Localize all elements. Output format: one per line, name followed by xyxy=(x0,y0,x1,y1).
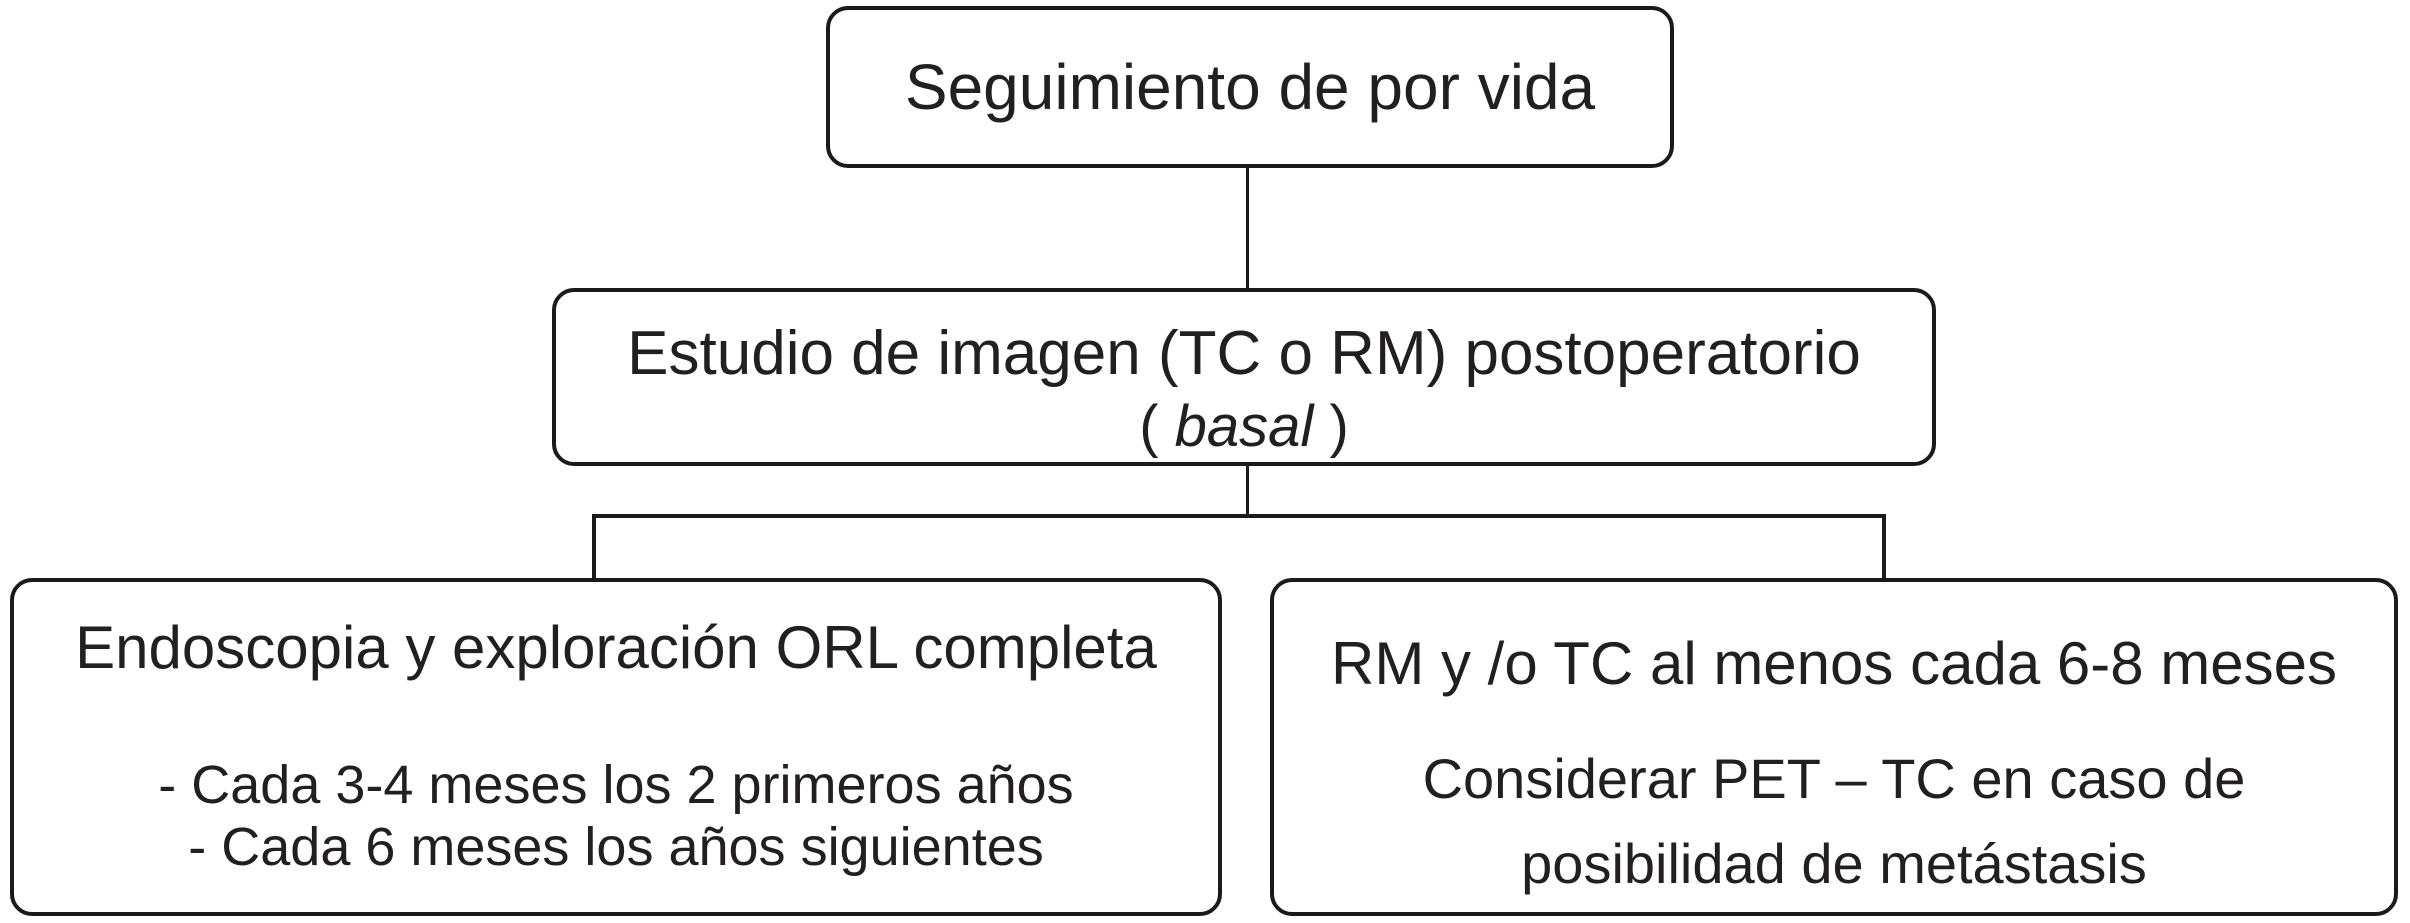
endoscopy-title: Endoscopia y exploración ORL completa xyxy=(75,614,1157,681)
pet-tc-note-line2: posibilidad de metástasis xyxy=(1521,832,2147,895)
endoscopy-bullet-1: - Cada 3-4 meses los 2 primeros años xyxy=(158,755,1074,815)
connector-baseline-to-split xyxy=(1246,464,1249,516)
endoscopy-bullet-2: - Cada 6 meses los años siguientes xyxy=(188,817,1044,877)
paren-open: ( xyxy=(1139,394,1175,459)
baseline-imaging-label: Estudio de imagen (TC o RM) postoperator… xyxy=(627,319,1861,388)
baseline-imaging-box: Estudio de imagen (TC o RM) postoperator… xyxy=(552,288,1936,466)
connector-drop-left xyxy=(592,514,596,580)
pet-tc-note-line1: Considerar PET – TC en caso de xyxy=(1422,747,2246,810)
imaging-interval-box: RM y /o TC al menos cada 6-8 meses Consi… xyxy=(1270,578,2398,916)
endoscopy-box: Endoscopia y exploración ORL completa - … xyxy=(10,578,1222,916)
imaging-interval-title: RM y /o TC al menos cada 6-8 meses xyxy=(1331,630,2337,697)
endoscopy-bullet-list: - Cada 3-4 meses los 2 primeros años - C… xyxy=(14,754,1218,878)
connector-top-to-baseline xyxy=(1246,166,1249,290)
lifetime-followup-box: Seguimiento de por vida xyxy=(826,6,1674,168)
paren-close: ) xyxy=(1313,394,1349,459)
basal-italic-text: basal xyxy=(1174,394,1314,459)
connector-split-bar xyxy=(592,514,1886,518)
connector-drop-right xyxy=(1882,514,1886,580)
baseline-imaging-sublabel: ( basal ) xyxy=(556,394,1932,460)
lifetime-followup-label: Seguimiento de por vida xyxy=(904,51,1596,123)
